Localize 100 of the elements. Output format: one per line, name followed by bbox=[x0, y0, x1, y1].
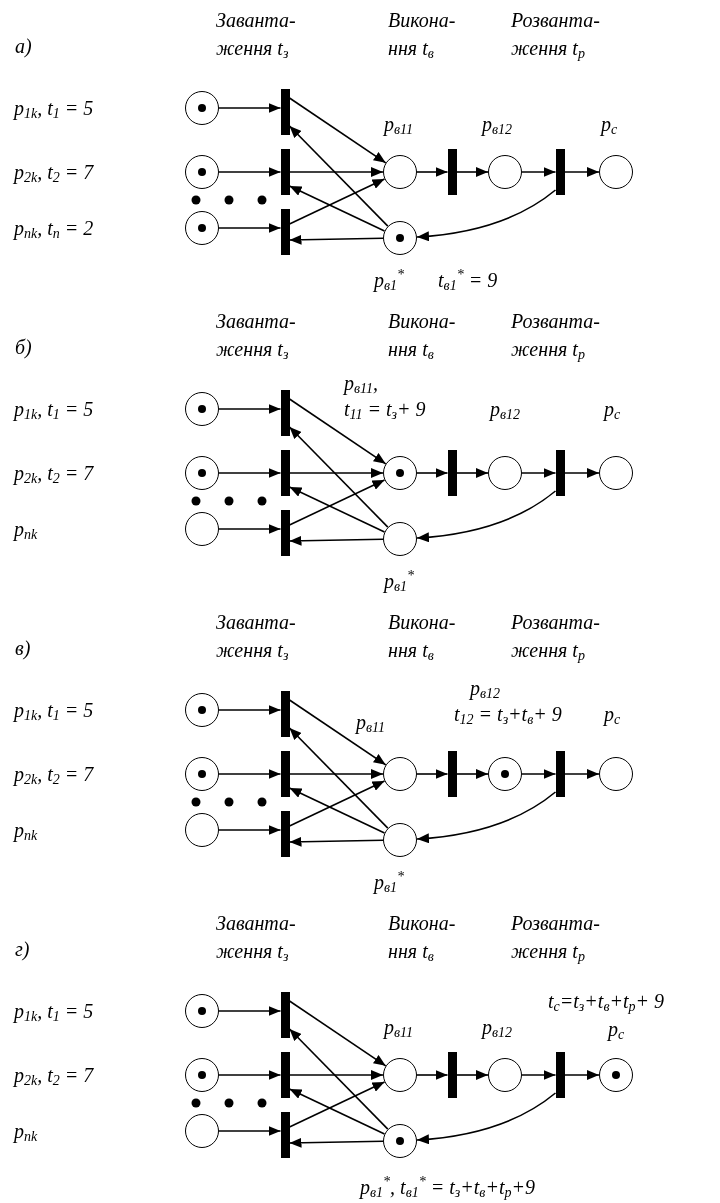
place-circle bbox=[599, 155, 633, 189]
transition-bar bbox=[280, 510, 290, 556]
token-dot bbox=[198, 706, 206, 714]
place-label: p$_{в11}$ bbox=[384, 1015, 414, 1039]
transition-bar bbox=[280, 390, 290, 436]
arc-arrow bbox=[288, 234, 384, 245]
arc-arrow bbox=[218, 167, 282, 177]
place-circle bbox=[488, 757, 522, 791]
panel-letter: в) bbox=[15, 636, 31, 660]
arc-arrow bbox=[288, 185, 386, 232]
arc-arrow bbox=[288, 1000, 387, 1067]
place-circle bbox=[185, 392, 219, 426]
token-dot bbox=[198, 1071, 206, 1079]
arc-arrow bbox=[218, 524, 282, 534]
place-circle bbox=[383, 757, 417, 791]
arc-arrow bbox=[416, 167, 449, 177]
place-label: p$_{nk}$ bbox=[14, 1119, 38, 1143]
arc-arrow bbox=[416, 791, 557, 844]
transition-bar bbox=[280, 209, 290, 255]
column-heading: Викона- ння t$_{в}$ bbox=[388, 610, 457, 664]
token-dot bbox=[198, 224, 206, 232]
transition-bar bbox=[555, 149, 565, 195]
arc-arrow bbox=[218, 404, 282, 414]
place-label: p$_{в11}$ bbox=[356, 710, 386, 734]
arc-arrow bbox=[218, 769, 282, 779]
place-circle bbox=[185, 994, 219, 1028]
transition-bar bbox=[280, 149, 290, 195]
place-label: p$_{nk}$ bbox=[14, 818, 38, 842]
arc-arrow bbox=[218, 1126, 282, 1136]
place-circle bbox=[383, 522, 417, 556]
transition-bar bbox=[280, 691, 290, 737]
place-label: p$_{в11}$, bbox=[344, 371, 379, 395]
transition-bar bbox=[447, 149, 457, 195]
arc-arrow bbox=[218, 825, 282, 835]
token-dot bbox=[198, 405, 206, 413]
column-heading: Розванта- ження t$_{p}$ bbox=[511, 911, 601, 965]
token-dot bbox=[612, 1071, 620, 1079]
column-heading: Заванта- ження t$_{з}$ bbox=[216, 8, 297, 62]
token-dot bbox=[198, 168, 206, 176]
arc-arrow bbox=[218, 705, 282, 715]
place-circle bbox=[488, 155, 522, 189]
column-heading: Викона- ння t$_{в}$ bbox=[388, 911, 457, 965]
token-dot bbox=[198, 469, 206, 477]
place-circle bbox=[185, 813, 219, 847]
place-label: t$_{c}$=t$_{з}$+t$_{в}$+t$_{p}$+ 9 bbox=[548, 989, 664, 1013]
place-label: p$_{1k}$, t$_{1}$ = 5 bbox=[14, 698, 94, 722]
column-heading: Розванта- ження t$_{p}$ bbox=[511, 309, 601, 363]
arc-arrow bbox=[288, 1028, 389, 1130]
arc-arrow bbox=[288, 727, 389, 829]
place-circle bbox=[383, 155, 417, 189]
arc-arrow bbox=[455, 167, 489, 177]
place-label: p$_{1k}$, t$_{1}$ = 5 bbox=[14, 397, 94, 421]
transition-bar bbox=[555, 1052, 565, 1098]
arc-arrow bbox=[288, 780, 386, 827]
arc-arrow bbox=[455, 769, 489, 779]
place-circle bbox=[488, 456, 522, 490]
arc-arrow bbox=[416, 490, 557, 543]
panel-letter: г) bbox=[15, 937, 30, 961]
arc-arrow bbox=[218, 1070, 282, 1080]
arc-arrow bbox=[288, 178, 386, 225]
place-label: p$_{в12}$ bbox=[490, 397, 521, 421]
transition-bar bbox=[280, 992, 290, 1038]
column-heading: Заванта- ження t$_{з}$ bbox=[216, 309, 297, 363]
place-label: p$_{c}$ bbox=[604, 397, 621, 421]
place-label: p$_{в11}$ bbox=[384, 112, 414, 136]
arc-arrow bbox=[288, 426, 389, 528]
arc-arrow bbox=[563, 769, 600, 779]
place-label: p$_{в12}$ bbox=[482, 112, 513, 136]
arc-arrow bbox=[416, 189, 557, 242]
place-label: p$_{в12}$ bbox=[470, 676, 501, 700]
arc-arrow bbox=[288, 167, 384, 177]
column-heading: Розванта- ження t$_{p}$ bbox=[511, 8, 601, 62]
place-circle bbox=[185, 91, 219, 125]
column-heading: Заванта- ження t$_{з}$ bbox=[216, 610, 297, 664]
panel-letter: б) bbox=[15, 335, 32, 359]
place-circle bbox=[185, 757, 219, 791]
arc-arrow bbox=[416, 1070, 449, 1080]
arc-arrow bbox=[416, 468, 449, 478]
arc-arrow bbox=[288, 1088, 386, 1135]
transition-bar bbox=[555, 751, 565, 797]
place-circle bbox=[599, 1058, 633, 1092]
transition-bar bbox=[447, 751, 457, 797]
arc-arrow bbox=[563, 167, 600, 177]
place-circle bbox=[599, 456, 633, 490]
place-label: p$_{nk}$, t$_{n}$ = 2 bbox=[14, 216, 94, 240]
place-circle bbox=[383, 221, 417, 255]
place-circle bbox=[185, 456, 219, 490]
place-label: t$_{11}$ = t$_{з}$+ 9 bbox=[344, 397, 426, 421]
place-label: p$_{c}$ bbox=[604, 702, 621, 726]
transition-bar bbox=[280, 1052, 290, 1098]
place-label: p$_{c}$ bbox=[608, 1017, 625, 1041]
arc-arrow bbox=[288, 836, 384, 847]
arc-arrow bbox=[521, 769, 557, 779]
place-circle bbox=[488, 1058, 522, 1092]
arc-arrow bbox=[218, 103, 282, 113]
arc-arrow bbox=[521, 167, 557, 177]
arc-arrow bbox=[521, 468, 557, 478]
place-label: p$_{2k}$, t$_{2}$ = 7 bbox=[14, 461, 94, 485]
place-circle bbox=[185, 211, 219, 245]
place-circle bbox=[185, 512, 219, 546]
